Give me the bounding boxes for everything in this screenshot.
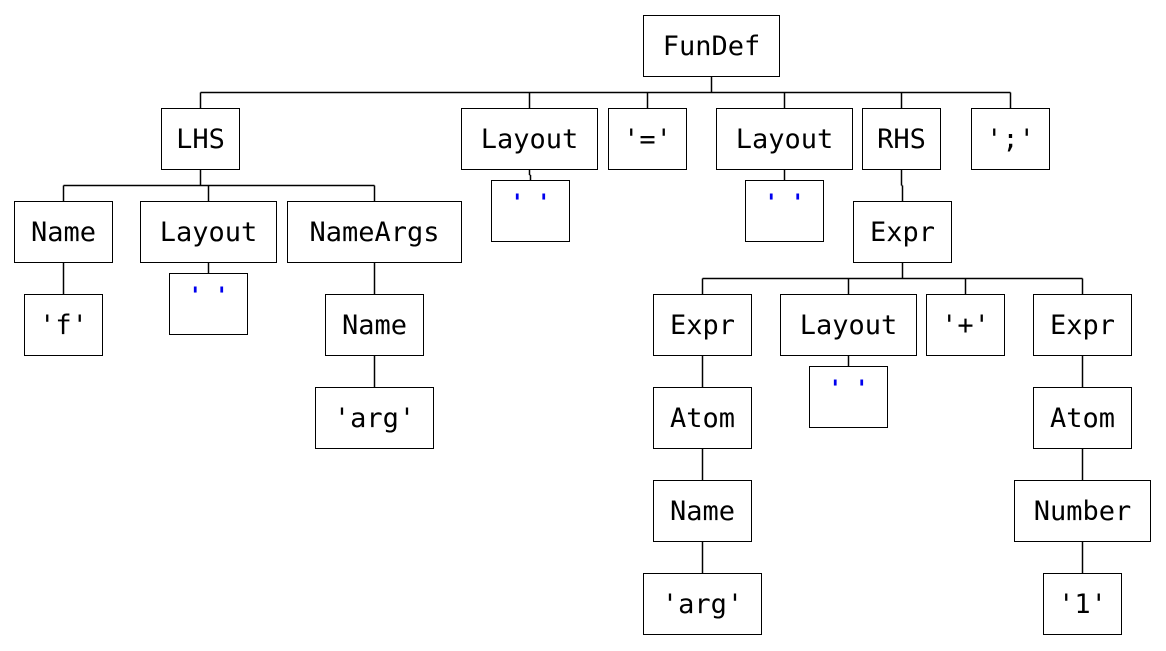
quote-glyph: ' ' [510,191,551,216]
node-atom: Atom [653,387,752,449]
quote-glyph: ' ' [188,284,229,309]
node-name: Name [325,294,424,356]
node-equals-literal: '=' [608,108,687,170]
node-literal-arg: 'arg' [643,573,762,635]
node-atom: Atom [1033,387,1132,449]
node-layout: Layout [140,201,277,263]
quote-glyph: ' ' [764,191,805,216]
node-rhs: RHS [862,108,941,170]
node-expr: Expr [853,201,952,263]
node-layout: Layout [780,294,917,356]
quote-glyph: ' ' [828,377,869,402]
node-literal-1: '1' [1043,573,1122,635]
layout-value-whitespace: ' ' [809,366,888,428]
layout-value-whitespace: ' ' [491,180,570,242]
node-number: Number [1014,480,1151,542]
node-layout: Layout [716,108,853,170]
node-name: Name [653,480,752,542]
node-lhs: LHS [161,108,240,170]
node-fundef: FunDef [643,15,780,77]
layout-value-whitespace: ' ' [745,180,824,242]
node-literal-arg: 'arg' [315,387,434,449]
node-literal-f: 'f' [24,294,103,356]
node-expr: Expr [1033,294,1132,356]
node-nameargs: NameArgs [287,201,462,263]
layout-value-whitespace: ' ' [169,273,248,335]
node-semicolon-literal: ';' [971,108,1050,170]
node-name: Name [14,201,113,263]
node-plus-literal: '+' [926,294,1005,356]
node-expr: Expr [653,294,752,356]
node-layout: Layout [461,108,598,170]
